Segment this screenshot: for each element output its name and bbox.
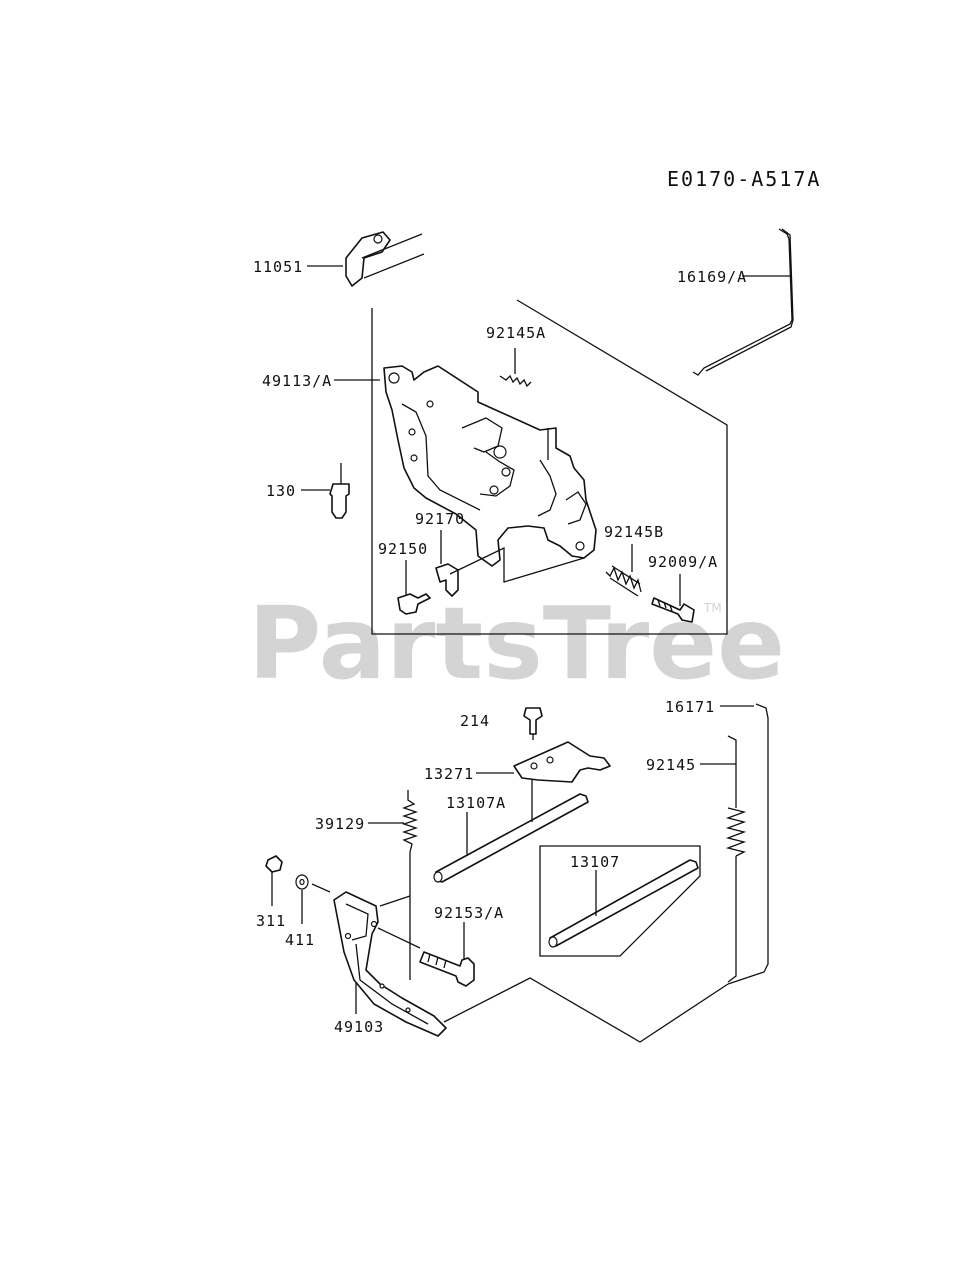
label-49103: 49103	[334, 1018, 384, 1036]
part-92170-clip	[435, 530, 585, 597]
diagram-code: E0170-A517A	[667, 167, 821, 191]
part-49113-control-plate	[334, 365, 597, 567]
part-130-bolt	[301, 463, 350, 519]
label-92170: 92170	[415, 510, 465, 528]
label-11051: 11051	[253, 258, 303, 276]
label-16171: 16171	[665, 698, 715, 716]
label-16169: 16169/A	[677, 268, 747, 286]
label-411: 411	[285, 931, 315, 949]
label-92145B: 92145B	[604, 523, 664, 541]
part-11051-bracket	[307, 231, 425, 287]
label-13107: 13107	[570, 853, 620, 871]
connector-line	[379, 895, 729, 1043]
part-311-nut	[265, 855, 283, 906]
label-39129: 39129	[315, 815, 365, 833]
label-92145: 92145	[646, 756, 696, 774]
label-13107A: 13107A	[446, 794, 506, 812]
part-411-washer	[295, 874, 331, 924]
control-plate-frame	[371, 299, 728, 635]
label-49113: 49113/A	[262, 372, 332, 390]
label-92153: 92153/A	[434, 904, 504, 922]
watermark-text: PartsTree	[248, 585, 785, 702]
part-16169-rod	[692, 228, 794, 376]
watermark: PartsTree TM	[248, 585, 785, 702]
part-92145B-spring	[605, 544, 642, 597]
label-214: 214	[460, 712, 490, 730]
part-13271-plate	[476, 741, 611, 783]
part-92145-spring-rod	[700, 735, 747, 983]
watermark-trademark: TM	[703, 601, 722, 615]
part-92145A-spring	[499, 348, 532, 388]
part-13107-inset	[539, 845, 701, 957]
part-214-screw	[523, 707, 543, 740]
label-130: 130	[266, 482, 296, 500]
label-13271: 13271	[424, 765, 474, 783]
part-49103-lever	[333, 891, 447, 1037]
part-39129-spring	[368, 790, 419, 980]
label-92145A: 92145A	[486, 324, 546, 342]
part-92009-screw	[651, 574, 695, 623]
label-92150: 92150	[378, 540, 428, 558]
label-311: 311	[256, 912, 286, 930]
part-13107A-shaft	[433, 780, 589, 883]
part-16171-cable	[720, 703, 769, 985]
part-92153-bolt	[377, 922, 475, 987]
label-92009: 92009/A	[648, 553, 718, 571]
part-92150-bolt	[397, 560, 431, 615]
